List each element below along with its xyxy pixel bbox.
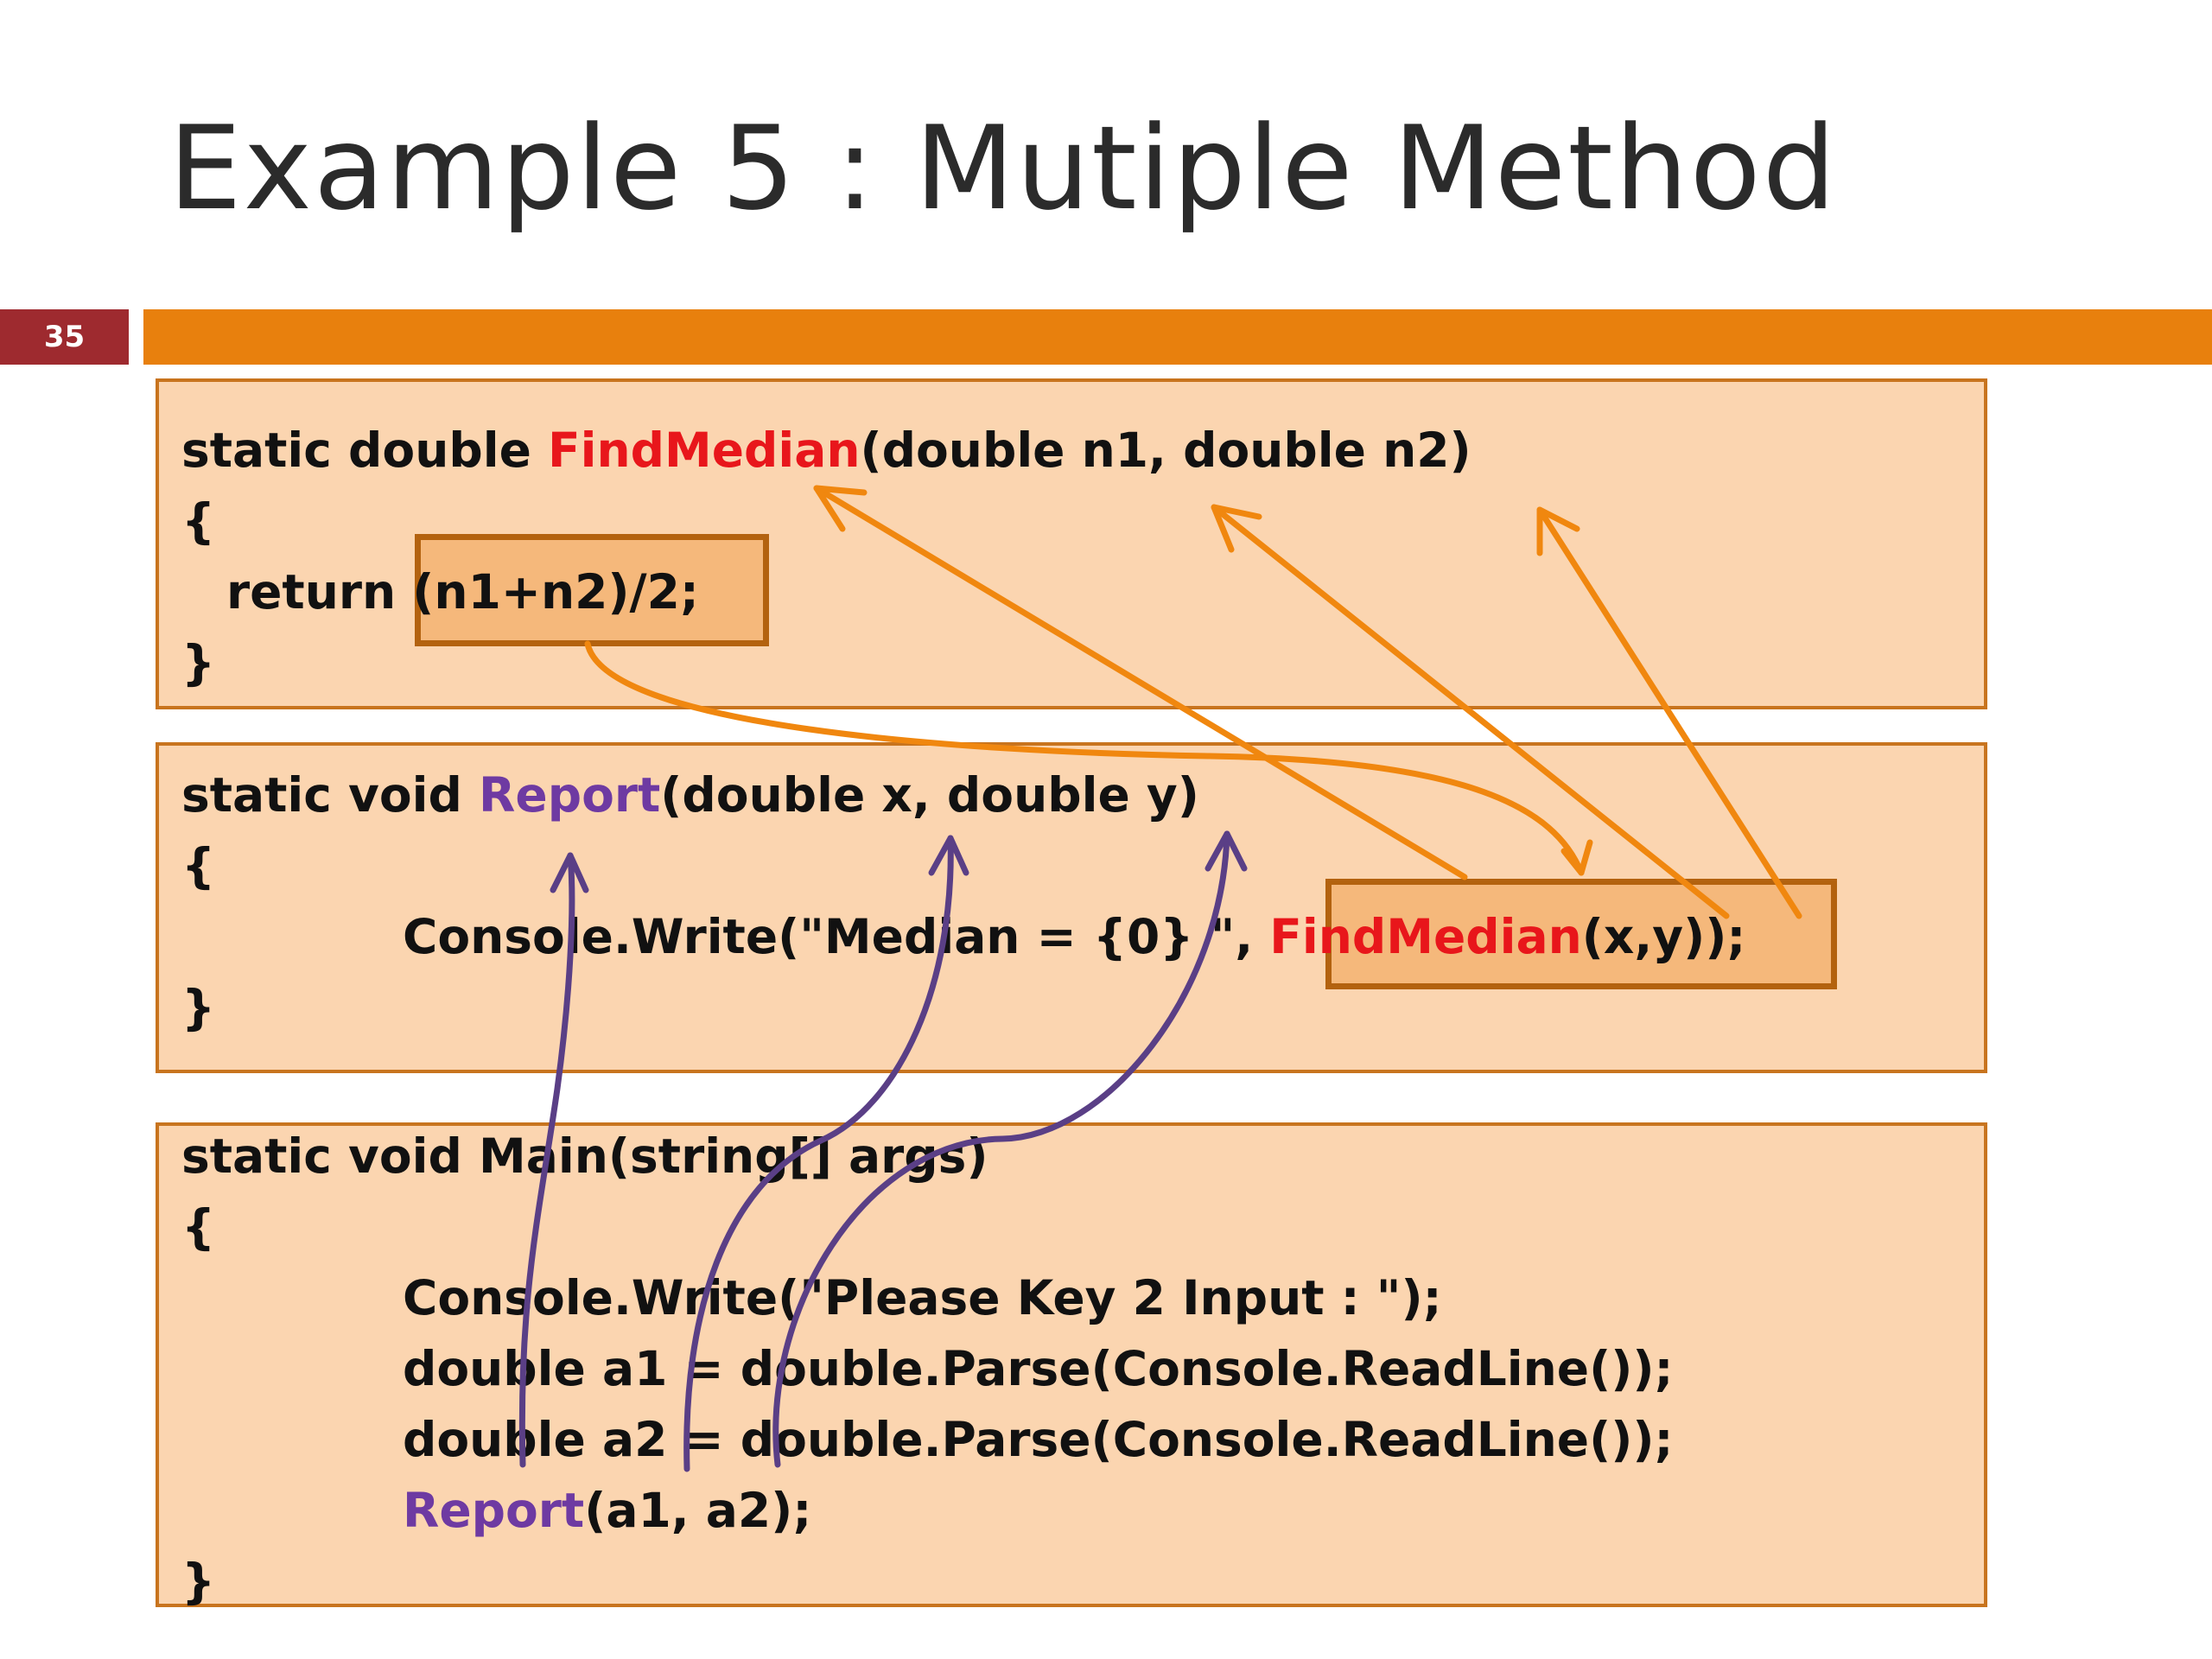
report-signature-end: (double x, double y) bbox=[660, 767, 1199, 823]
main-close-brace: } bbox=[181, 1554, 216, 1609]
find-median-return: return (n1+n2)/2; bbox=[226, 564, 699, 620]
find-median-call-name: FindMedian bbox=[1269, 909, 1582, 964]
report-signature: static void Report(double x, double y) bbox=[181, 772, 1199, 819]
find-median-close-brace: } bbox=[181, 635, 216, 690]
report-close-brace: } bbox=[181, 980, 216, 1035]
main-open-brace: { bbox=[181, 1199, 216, 1255]
find-median-signature-start: static double bbox=[181, 423, 549, 478]
main-method-box: static void Main(string[] args) { Consol… bbox=[156, 1122, 1987, 1607]
report-open-brace: { bbox=[181, 838, 216, 893]
main-line-report-call: Report(a1, a2); bbox=[403, 1487, 811, 1535]
report-console-write-end: (x,y)); bbox=[1581, 909, 1746, 964]
report-name: Report bbox=[479, 767, 661, 823]
main-signature: static void Main(string[] args) bbox=[181, 1128, 988, 1184]
main-line-read-a2: double a2 = double.Parse(Console.ReadLin… bbox=[403, 1412, 1674, 1467]
report-call-args: (a1, a2); bbox=[584, 1483, 812, 1538]
report-call-name: Report bbox=[403, 1483, 585, 1538]
slide-number: 35 bbox=[0, 309, 129, 365]
main-line-read-a1: double a1 = double.Parse(Console.ReadLin… bbox=[403, 1341, 1674, 1396]
find-median-name: FindMedian bbox=[548, 423, 861, 478]
find-median-signature-end: (double n1, double n2) bbox=[860, 423, 1471, 478]
slide-title: Example 5 : Mutiple Method bbox=[168, 101, 1838, 236]
report-console-write: Console.Write("Median = {0} ", FindMedia… bbox=[403, 913, 1745, 961]
find-median-signature: static double FindMedian(double n1, doub… bbox=[181, 427, 1471, 474]
report-console-write-start: Console.Write("Median = {0} ", bbox=[403, 909, 1270, 964]
report-method-box: static void Report(double x, double y) {… bbox=[156, 742, 1987, 1073]
report-signature-start: static void bbox=[181, 767, 480, 823]
find-median-open-brace: { bbox=[181, 493, 216, 549]
find-median-method-box: static double FindMedian(double n1, doub… bbox=[156, 378, 1987, 709]
main-line-prompt: Console.Write("Please Key 2 Input : "); bbox=[403, 1270, 1442, 1325]
accent-bar bbox=[143, 309, 2212, 365]
